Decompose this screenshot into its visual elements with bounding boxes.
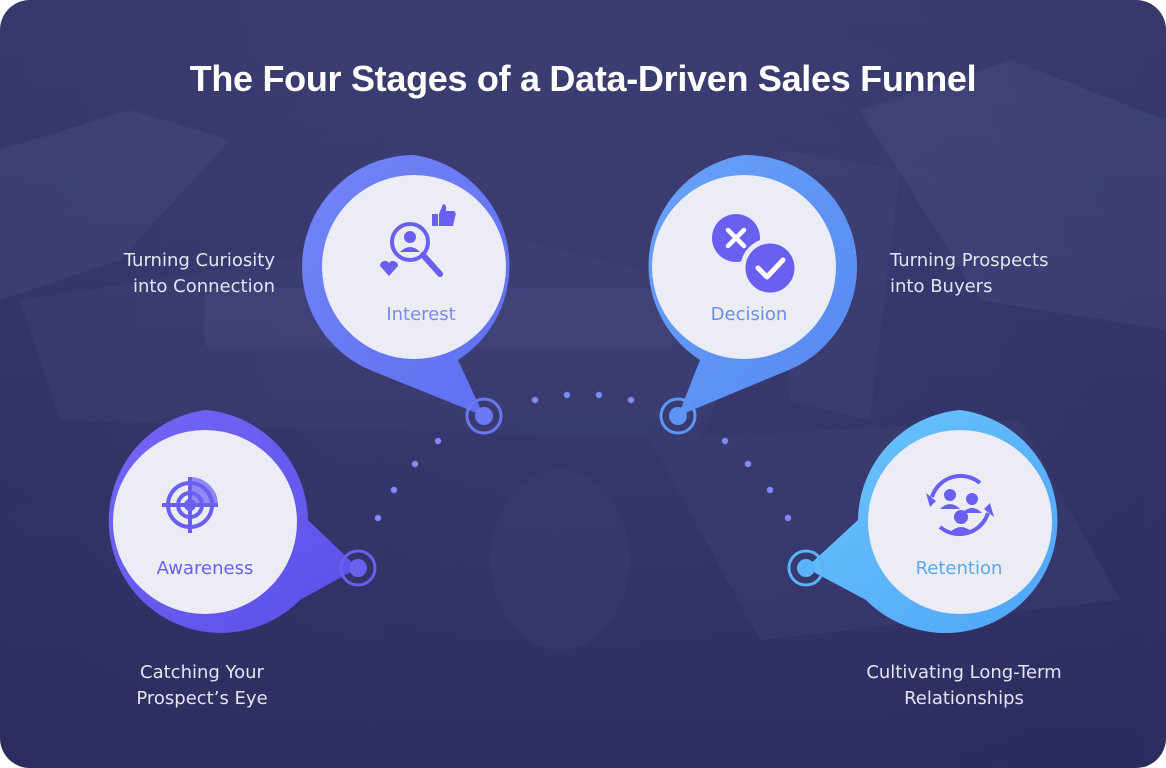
page-title: The Four Stages of a Data-Driven Sales F… [189, 58, 977, 99]
people-cycle-icon [926, 473, 994, 537]
caption-line: Cultivating Long-Term [866, 662, 1062, 683]
radar-icon [162, 476, 219, 533]
caption-decision: Turning Prospects into Buyers [890, 248, 1150, 300]
stage-label-retention: Retention [915, 558, 1003, 579]
stage-awareness [108, 410, 377, 633]
stage-label-interest: Interest [386, 304, 456, 325]
stage-interest [301, 155, 510, 435]
caption-retention: Cultivating Long-Term Relationships [834, 660, 1094, 712]
stage-label-awareness: Awareness [156, 558, 254, 579]
caption-line: Turning Curiosity [123, 250, 275, 271]
cross-check-icon [712, 214, 800, 298]
caption-awareness: Catching Your Prospect’s Eye [72, 660, 332, 712]
stage-retention [787, 410, 1058, 634]
caption-interest: Turning Curiosity into Connection [15, 248, 275, 300]
stage-label-decision: Decision [710, 304, 788, 325]
caption-line: into Buyers [890, 276, 993, 297]
caption-line: Catching Your [140, 662, 264, 683]
stage-decision [648, 154, 858, 435]
caption-line: Turning Prospects [890, 250, 1049, 271]
connector-dots [374, 391, 792, 522]
caption-line: into Connection [132, 276, 275, 297]
caption-line: Relationships [904, 688, 1024, 709]
caption-line: Prospect’s Eye [136, 688, 268, 709]
search-user-like-icon [380, 204, 456, 277]
